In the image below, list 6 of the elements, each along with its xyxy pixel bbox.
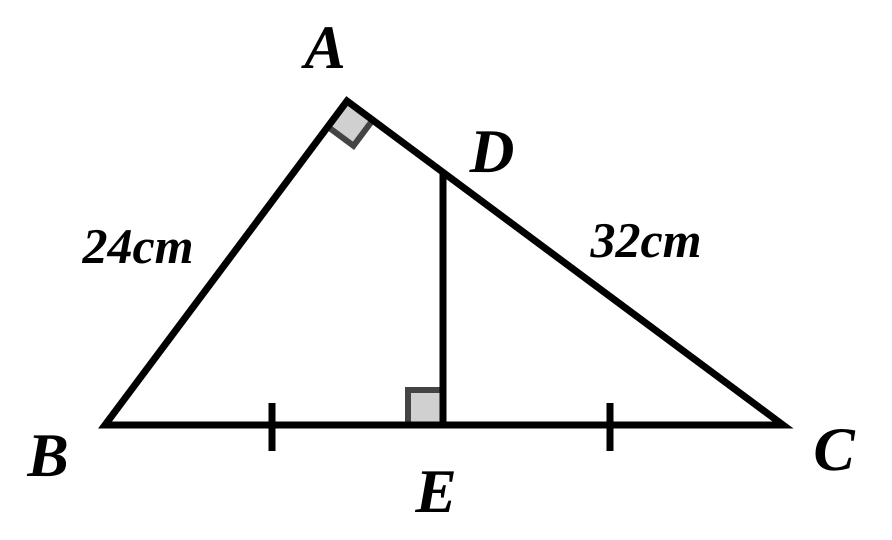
- vertex-label: E: [415, 461, 457, 523]
- side-length-label: 24cm: [82, 221, 194, 271]
- vertex-label: C: [813, 419, 855, 481]
- vertex-label: D: [470, 121, 514, 183]
- side-length-label: 32cm: [590, 215, 702, 265]
- vertex-label: B: [27, 425, 69, 487]
